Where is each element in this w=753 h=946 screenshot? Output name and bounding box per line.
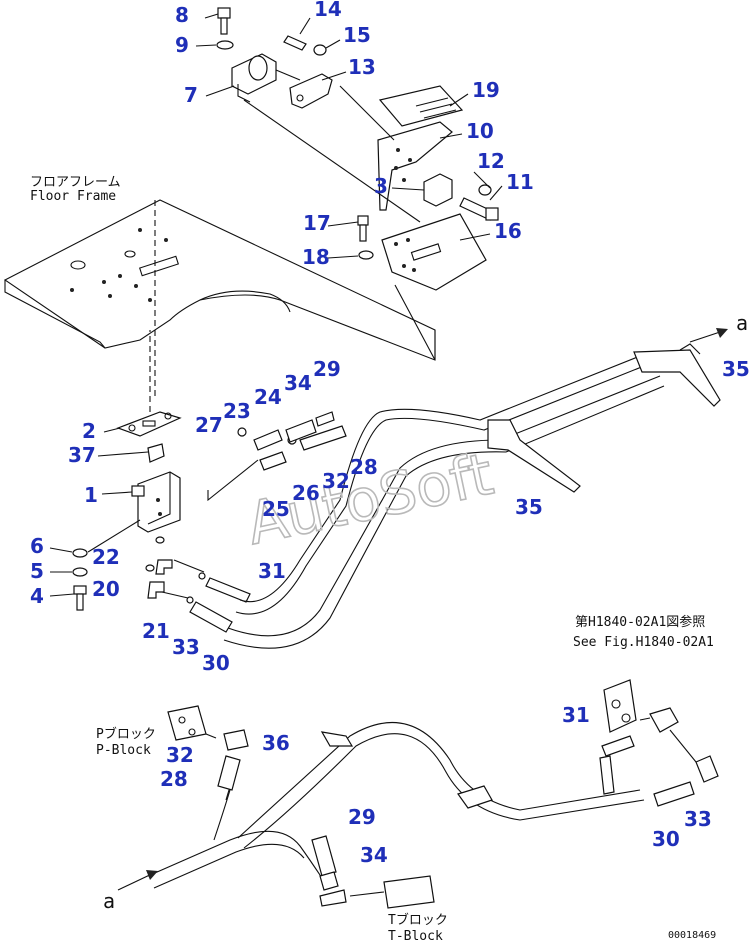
callout-15: 15 — [343, 23, 371, 47]
p-block-en-label: P-Block — [96, 743, 151, 758]
callout-20-lower: 20 — [92, 577, 120, 601]
callout-35-top: 35 — [722, 357, 750, 381]
callout-35-mid: 35 — [515, 495, 543, 519]
callout-21-lower: 21 — [142, 619, 170, 643]
callout-4: 4 — [30, 584, 44, 608]
callout-34-upper: 34 — [284, 371, 312, 395]
callout-7: 7 — [184, 83, 198, 107]
callout-10: 10 — [466, 119, 494, 143]
callout-17: 17 — [303, 211, 331, 235]
callout-14: 14 — [314, 0, 342, 21]
callout-2: 2 — [82, 419, 96, 443]
callout-30-upper: 30 — [202, 651, 230, 675]
callout-34-lower: 34 — [360, 843, 388, 867]
see-fig-en-label: See Fig.H1840-02A1 — [573, 635, 714, 650]
callout-29-upper: 29 — [313, 357, 341, 381]
callout-leader-lines — [49, 13, 503, 597]
callout-32-lower: 32 — [166, 743, 194, 767]
callout-27-upper: 27 — [195, 413, 223, 437]
callout-36: 36 — [262, 731, 290, 755]
arrow-a-top-label: a — [736, 311, 748, 335]
callout-37: 37 — [68, 443, 96, 467]
callout-31-upper: 31 — [258, 559, 286, 583]
callout-6: 6 — [30, 534, 44, 558]
pedal-assembly — [216, 7, 499, 291]
callout-3: 3 — [374, 174, 388, 198]
t-block-jp-label: Tブロック — [388, 912, 448, 928]
callout-16: 16 — [494, 219, 522, 243]
floor-frame-jp-label: フロアフレーム — [30, 175, 121, 190]
callout-31-lower: 31 — [562, 703, 590, 727]
callout-28-lower: 28 — [160, 767, 188, 791]
callout-12: 12 — [477, 149, 505, 173]
callout-28-upper: 28 — [350, 455, 378, 479]
callout-24: 24 — [254, 385, 282, 409]
callout-18: 18 — [302, 245, 330, 269]
callout-13: 13 — [348, 55, 376, 79]
valve-assembly — [72, 330, 347, 633]
lower-assembly — [117, 679, 719, 909]
hose-routing — [223, 328, 728, 649]
callout-19: 19 — [472, 78, 500, 102]
callout-22-lower: 22 — [92, 545, 120, 569]
callout-9: 9 — [175, 33, 189, 57]
callout-33-lower: 33 — [684, 807, 712, 831]
floor-frame-en-label: Floor Frame — [30, 189, 116, 204]
callout-33-upper: 33 — [172, 635, 200, 659]
callout-23: 23 — [223, 399, 251, 423]
drawing-number: 00018469 — [668, 930, 716, 941]
floor-frame-plate — [3, 199, 436, 400]
see-fig-jp-label: 第H1840-02A1図参照 — [575, 614, 705, 630]
callout-26: 26 — [292, 481, 320, 505]
callout-8: 8 — [175, 3, 189, 27]
callout-25: 25 — [262, 497, 290, 521]
callout-29-lower: 29 — [348, 805, 376, 829]
callout-32-upper: 32 — [322, 469, 350, 493]
callout-11: 11 — [506, 170, 534, 194]
callout-30-lower: 30 — [652, 827, 680, 851]
callout-5: 5 — [30, 559, 44, 583]
callout-1: 1 — [84, 483, 98, 507]
arrow-a-bottom-label: a — [103, 889, 115, 913]
t-block-en-label: T-Block — [388, 929, 443, 944]
p-block-jp-label: Pブロック — [96, 726, 156, 742]
